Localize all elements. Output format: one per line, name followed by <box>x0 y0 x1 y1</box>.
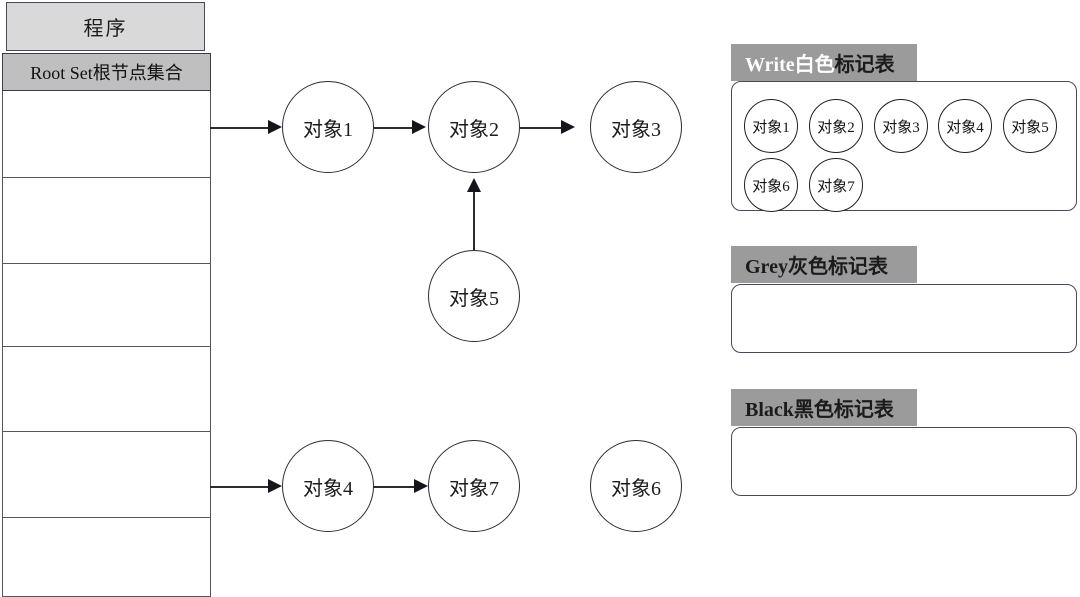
mark-chip[interactable]: 对象7 <box>809 158 863 212</box>
arrowhead-obj1-to-obj2 <box>412 120 426 134</box>
grey-mark-table-body <box>731 284 1077 353</box>
root-set-slot[interactable] <box>2 518 211 597</box>
grey-mark-table-header: Grey灰色标记表 <box>731 246 917 283</box>
edge-obj5-to-obj2 <box>473 188 475 256</box>
root-set-slot[interactable] <box>2 178 211 264</box>
graph-node-obj1[interactable]: 对象1 <box>282 81 374 173</box>
arrowhead-rootset-to-obj4 <box>268 479 282 493</box>
arrowhead-obj2-to-obj3 <box>561 120 575 134</box>
program-title: 程序 <box>6 2 205 51</box>
graph-node-obj7[interactable]: 对象7 <box>428 440 520 532</box>
black-mark-table-body <box>731 427 1077 496</box>
mark-chip[interactable]: 对象6 <box>744 158 798 212</box>
white-mark-table-header-primary: Write白色 <box>745 54 835 76</box>
mark-chip[interactable]: 对象4 <box>938 99 992 153</box>
arrowhead-obj4-to-obj7 <box>414 479 428 493</box>
program-root-set-table: 程序 Root Set根节点集合 <box>0 0 230 597</box>
mark-chip[interactable]: 对象5 <box>1003 99 1057 153</box>
graph-node-obj4[interactable]: 对象4 <box>282 440 374 532</box>
edge-rootset-to-obj1 <box>210 127 270 129</box>
arrowhead-obj5-to-obj2 <box>467 178 481 192</box>
edge-obj1-to-obj2 <box>373 127 415 129</box>
graph-node-obj3[interactable]: 对象3 <box>590 81 682 173</box>
graph-node-obj2[interactable]: 对象2 <box>428 81 520 173</box>
mark-chip[interactable]: 对象3 <box>874 99 928 153</box>
arrowhead-rootset-to-obj1 <box>268 120 282 134</box>
edge-obj2-to-obj3 <box>520 127 564 129</box>
mark-chip[interactable]: 对象1 <box>744 99 798 153</box>
graph-node-obj5[interactable]: 对象5 <box>428 250 520 342</box>
black-mark-table-header: Black黑色标记表 <box>731 389 917 426</box>
grey-mark-table-header-secondary: Grey灰色标记表 <box>745 256 888 278</box>
white-mark-table-header-secondary: 标记表 <box>834 54 895 76</box>
root-set-slot[interactable] <box>2 264 211 347</box>
root-set-slot[interactable] <box>2 432 211 518</box>
white-mark-table-body: 对象1 对象2 对象3 对象4 对象5 对象6 对象7 <box>731 81 1077 212</box>
edge-obj4-to-obj7 <box>373 486 417 488</box>
black-mark-table-header-secondary: Black黑色标记表 <box>745 399 894 421</box>
edge-rootset-to-obj4 <box>210 486 270 488</box>
mark-chip[interactable]: 对象2 <box>809 99 863 153</box>
root-set-slot[interactable] <box>2 91 211 178</box>
graph-node-obj6[interactable]: 对象6 <box>590 440 682 532</box>
root-set-header: Root Set根节点集合 <box>2 53 211 91</box>
white-mark-table-header: Write白色标记表 <box>731 44 917 81</box>
root-set-slot[interactable] <box>2 347 211 432</box>
